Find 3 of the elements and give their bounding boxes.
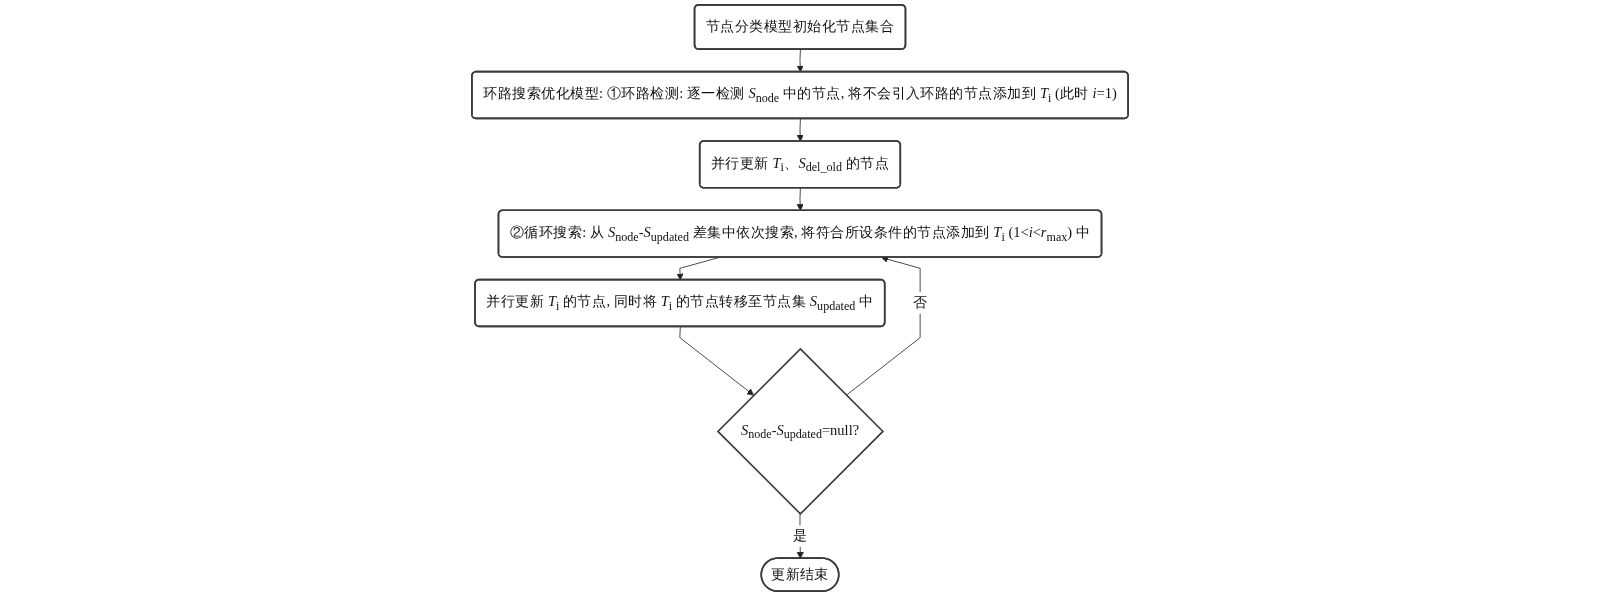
node-diamond: S$_{node}$-S$_{updated}$=null? xyxy=(716,347,885,515)
edge-label: 是 xyxy=(792,527,808,544)
edge-label: 否 xyxy=(912,294,928,311)
